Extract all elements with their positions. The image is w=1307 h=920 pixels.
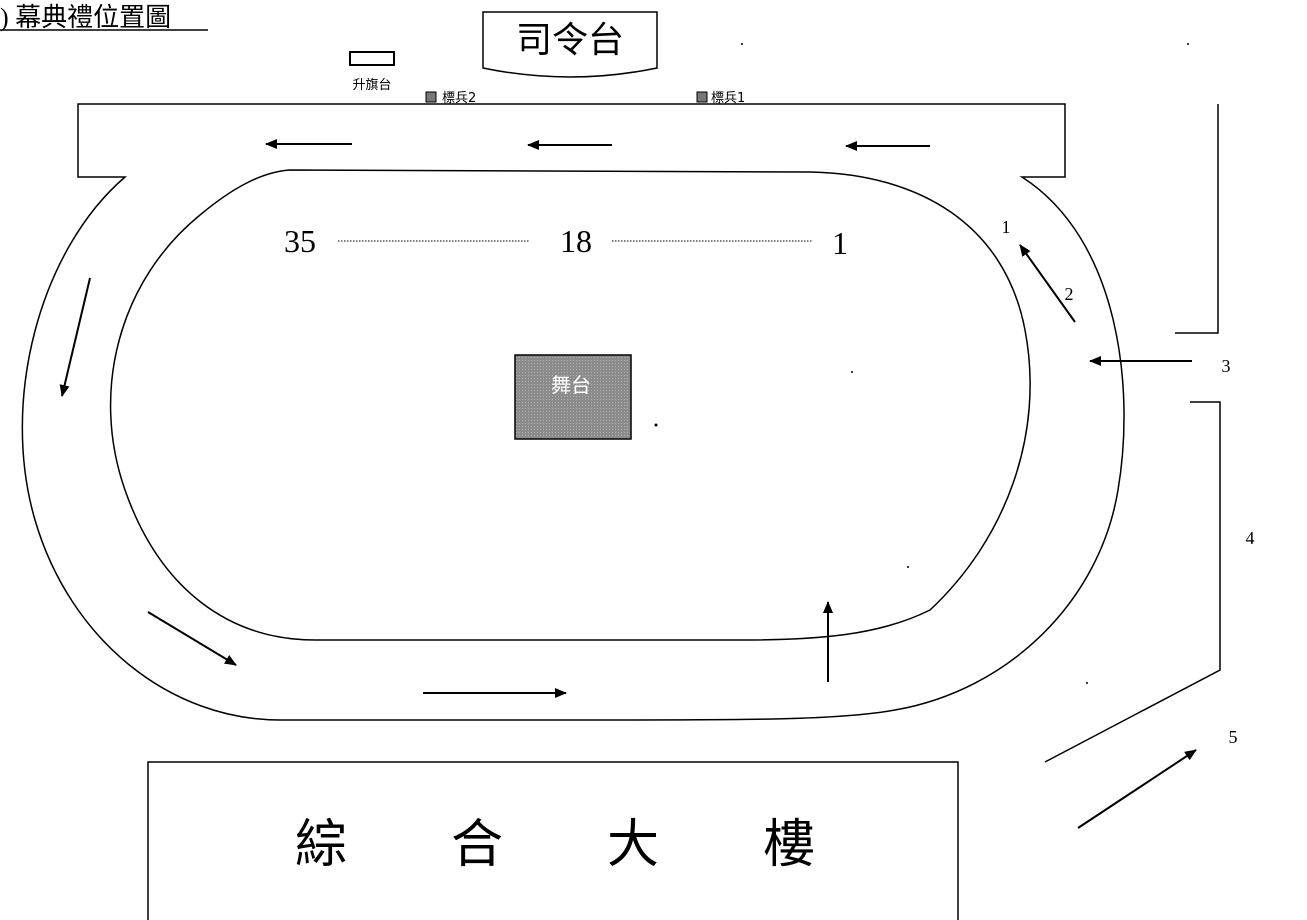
arrow-entry-diagonal <box>1077 749 1197 829</box>
entry-step-5: 5 <box>1229 727 1238 747</box>
entry-step-3: 3 <box>1222 356 1231 376</box>
inner-field-boundary <box>109 169 1031 641</box>
speck <box>741 43 743 45</box>
entry-step-1: 1 <box>1002 217 1011 237</box>
page-title: ) 幕典禮位置圖 <box>0 3 171 32</box>
speck <box>907 566 909 568</box>
row-label-18: 18 <box>560 223 592 259</box>
path-wall-upper <box>1175 104 1219 334</box>
arrow-right-curve <box>1019 244 1076 323</box>
marker-2-box <box>425 91 437 103</box>
marker-1-box <box>696 91 708 103</box>
marker-1-label: 標兵1 <box>711 91 745 106</box>
stage <box>514 354 632 440</box>
building-label: 綜 合 大 樓 <box>295 815 815 875</box>
outer-track-boundary <box>21 103 1125 721</box>
building-outline <box>147 761 959 920</box>
speck <box>1187 43 1189 45</box>
arrow-bottom-left <box>147 611 237 666</box>
arrow-left-curve <box>59 277 91 397</box>
marker-2-label: 標兵2 <box>442 91 476 106</box>
podium-outline <box>482 11 658 78</box>
path-wall-lower <box>1044 401 1221 763</box>
flag-platform-label: 升旗台 <box>352 77 391 93</box>
stage-label: 舞台 <box>551 373 591 397</box>
podium-label: 司令台 <box>516 20 624 61</box>
entry-step-2: 2 <box>1065 284 1074 304</box>
entry-step-4: 4 <box>1246 528 1255 548</box>
stray-dot <box>654 423 658 427</box>
speck <box>851 371 853 373</box>
row-label-35: 35 <box>284 223 316 259</box>
flag-platform <box>349 51 395 66</box>
row-label-1: 1 <box>832 225 848 261</box>
speck <box>1086 682 1088 684</box>
